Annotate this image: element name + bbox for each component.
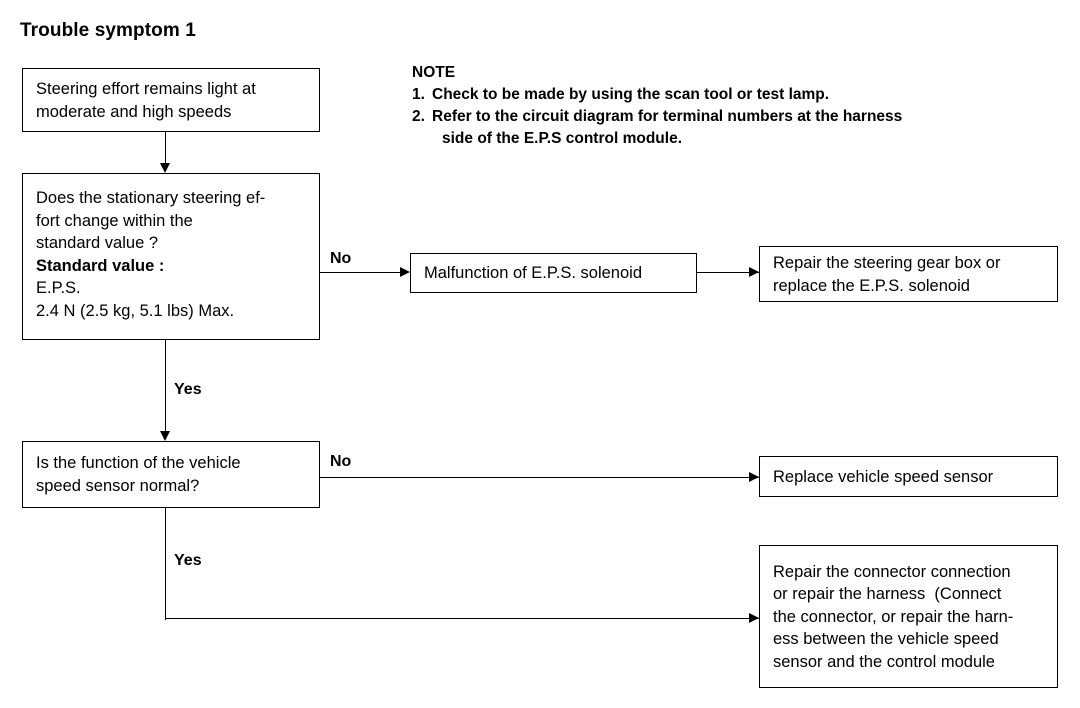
note-item-2-line1: Refer to the circuit diagram for termina… [432, 108, 903, 125]
box-repair-connector-line-2: or repair the harness (Connect [773, 585, 1002, 604]
connector-solenoid-to-repair [697, 272, 761, 273]
note-item-2-number: 2. [412, 108, 425, 125]
box-replace-speed-sensor: Replace vehicle speed sensor [759, 456, 1058, 497]
box-question-effort: Does the stationary steering ef- fort ch… [22, 173, 320, 340]
note-item-1-number: 1. [412, 86, 425, 103]
connector-effort-yes [165, 340, 166, 433]
arrowhead-effort-yes [160, 431, 170, 441]
arrowhead-solenoid-to-repair [749, 267, 759, 277]
branch-label-no-effort: No [330, 250, 352, 267]
box-repair-connector-line-4: ess between the vehicle speed [773, 630, 999, 649]
branch-label-yes-speed-sensor: Yes [174, 552, 202, 569]
branch-label-no-speed-sensor: No [330, 453, 352, 470]
box-repair-connector-line-5: sensor and the control module [773, 652, 995, 671]
box-solenoid-malfunction: Malfunction of E.P.S. solenoid [410, 253, 697, 293]
box-replace-speed-sensor-line-1: Replace vehicle speed sensor [773, 467, 994, 486]
connector-symptom-to-question [165, 132, 166, 165]
box-solenoid-malfunction-line-1: Malfunction of E.P.S. solenoid [424, 264, 642, 283]
box-question-speed-sensor-line-1: Is the function of the vehicle [36, 454, 241, 473]
box-question-effort-standard-value-label: Standard value : [36, 256, 165, 275]
box-question-effort-line-1: Does the stationary steering ef- [36, 189, 266, 207]
note-item-1-line1: Check to be made by using the scan tool … [432, 86, 830, 103]
page-title: Trouble symptom 1 [20, 20, 196, 41]
branch-label-yes-effort: Yes [174, 381, 202, 398]
connector-effort-no [320, 272, 404, 273]
box-question-speed-sensor: Is the function of the vehicle speed sen… [22, 441, 320, 508]
arrowhead-symptom-to-question [160, 163, 170, 173]
note-list: 1. Check to be made by using the scan to… [412, 84, 902, 150]
box-question-effort-line-6: 2.4 N (2.5 kg, 5.1 lbs) Max. [36, 301, 235, 320]
note-heading: NOTE [412, 64, 456, 81]
box-repair-connector: Repair the connector connection or repai… [759, 545, 1058, 688]
box-question-effort-line-5: E.P.S. [36, 279, 81, 298]
box-question-speed-sensor-line-2: speed sensor normal? [36, 477, 200, 495]
box-symptom-line-1: Steering effort remains light at [36, 79, 256, 98]
box-repair-gear-box: Repair the steering gear box or replace … [759, 246, 1058, 302]
box-symptom: Steering effort remains light at moderat… [22, 68, 320, 132]
box-symptom-line-2: moderate and high speeds [36, 102, 232, 121]
note-block: NOTE 1. Check to be made by using the sc… [412, 62, 902, 150]
arrowhead-speed-sensor-no [749, 472, 759, 482]
connector-speed-sensor-no [320, 477, 761, 478]
box-question-effort-line-3: standard value ? [36, 234, 159, 253]
connector-speed-sensor-yes-vertical [165, 508, 166, 620]
box-repair-connector-line-1: Repair the connector connection [773, 562, 1011, 581]
box-repair-gear-box-line-2: replace the E.P.S. solenoid [773, 276, 970, 295]
box-repair-gear-box-line-1: Repair the steering gear box or [773, 253, 1001, 272]
arrowhead-speed-sensor-yes [749, 613, 759, 623]
note-item-1: 1. Check to be made by using the scan to… [412, 84, 902, 106]
connector-speed-sensor-yes-horizontal [165, 618, 761, 619]
box-repair-connector-line-3: the connector, or repair the harn- [773, 607, 1014, 626]
arrowhead-effort-no [400, 267, 410, 277]
box-question-effort-line-2: fort change within the [36, 211, 193, 230]
note-item-2-line2: side of the E.P.S control module. [442, 130, 683, 147]
note-item-2: 2. Refer to the circuit diagram for term… [412, 106, 902, 150]
